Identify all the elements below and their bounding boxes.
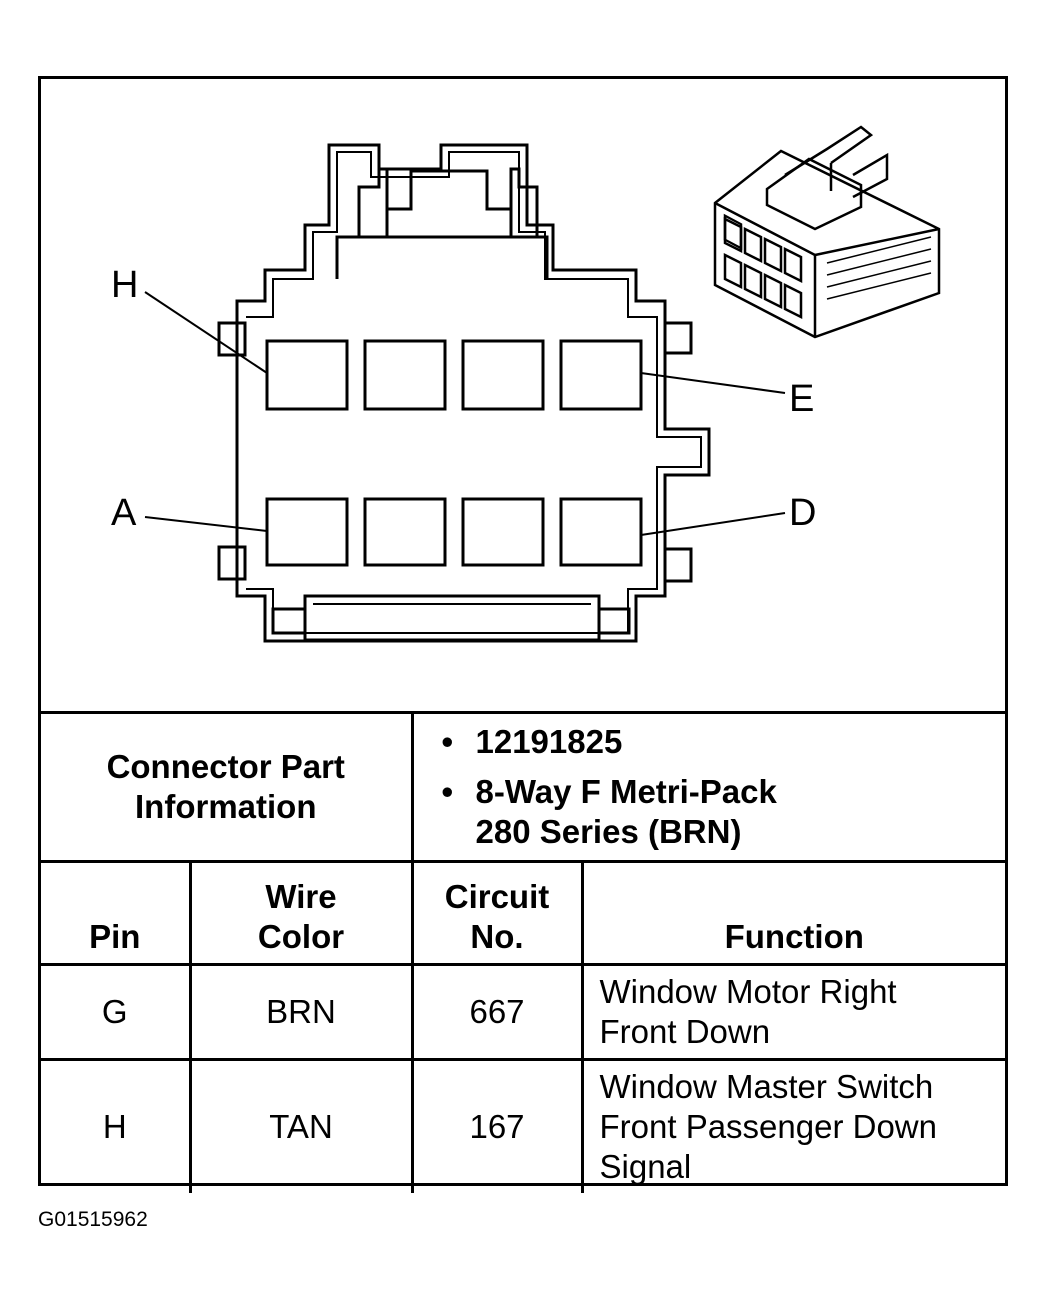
function-line: Front Passenger Down — [599, 1108, 938, 1145]
connector-info-label-line2: Information — [135, 788, 317, 825]
latch-housing — [335, 167, 549, 279]
connector-info-label-line1: Connector Part — [106, 748, 345, 785]
side-tabs — [217, 321, 693, 583]
cavity-g — [363, 339, 447, 411]
circuit-cell: 167 — [410, 1058, 584, 1193]
pin-cavities — [265, 339, 643, 567]
cavity-f — [461, 339, 545, 411]
table-row: H TAN 167 Window Master Switch Front Pas… — [41, 1058, 1005, 1193]
function-cell: Window Motor Right Front Down — [580, 963, 1005, 1061]
connector-description-line1: 8-Way F Metri-Pack — [442, 772, 1006, 812]
table-row: G BRN 667 Window Motor Right Front Down — [41, 963, 1005, 1061]
col-header-circuit-line2: No. — [470, 918, 524, 955]
function-cell: Window Master Switch Front Passenger Dow… — [580, 1058, 1005, 1193]
function-line: Front Down — [599, 1013, 771, 1050]
function-line: Window Motor Right — [599, 973, 897, 1010]
bottom-rail — [271, 594, 631, 642]
col-header-pin: Pin — [41, 860, 192, 966]
figure-id: G01515962 — [38, 1208, 148, 1231]
cavity-b — [363, 497, 447, 567]
connector-figure: H A E D — [38, 76, 1008, 1193]
col-header-circuit: Circuit No. — [410, 860, 584, 966]
wire-color-cell: TAN — [188, 1058, 414, 1193]
pin-cell: G — [41, 963, 192, 1061]
connector-isometric-view — [713, 125, 941, 339]
circuit-cell: 667 — [410, 963, 584, 1061]
col-header-function: Function — [580, 860, 1005, 966]
col-header-wire-color: Wire Color — [188, 860, 414, 966]
pin-label-d: D — [789, 492, 816, 534]
connector-info-details: 12191825 8-Way F Metri-Pack 280 Series (… — [410, 711, 1006, 863]
wire-color-cell: BRN — [188, 963, 414, 1061]
connector-body-outline — [235, 143, 711, 643]
cavity-d — [559, 497, 643, 567]
connector-description-line2: 280 Series (BRN) — [475, 813, 742, 850]
col-header-pin-text: Pin — [89, 918, 141, 955]
col-header-function-text: Function — [724, 918, 864, 955]
pin-label-a: A — [111, 492, 137, 534]
connector-diagram: H A E D — [41, 79, 1005, 711]
col-header-wire-color-line1: Wire — [265, 878, 337, 915]
pin-label-h: H — [111, 264, 138, 306]
col-header-circuit-line1: Circuit — [444, 878, 550, 915]
connector-info-row: Connector Part Information 12191825 8-Wa… — [41, 711, 1006, 863]
cavity-h — [265, 339, 349, 411]
cavity-e — [559, 339, 643, 411]
connector-info-label: Connector Part Information — [41, 711, 414, 863]
part-number: 12191825 — [442, 722, 1006, 762]
col-header-wire-color-line2: Color — [257, 918, 345, 955]
pin-label-e: E — [789, 378, 814, 420]
connector-face-drawing: H A E D — [111, 125, 941, 643]
cavity-c — [461, 497, 545, 567]
cavity-a — [265, 497, 349, 567]
column-header-row: Pin Wire Color Circuit No. Function — [41, 860, 1005, 966]
leader-lines — [144, 291, 786, 536]
function-line: Signal — [599, 1148, 692, 1185]
pinout-table: Connector Part Information 12191825 8-Wa… — [41, 711, 1005, 1193]
function-line: Window Master Switch — [599, 1068, 934, 1105]
pin-cell: H — [41, 1058, 192, 1193]
